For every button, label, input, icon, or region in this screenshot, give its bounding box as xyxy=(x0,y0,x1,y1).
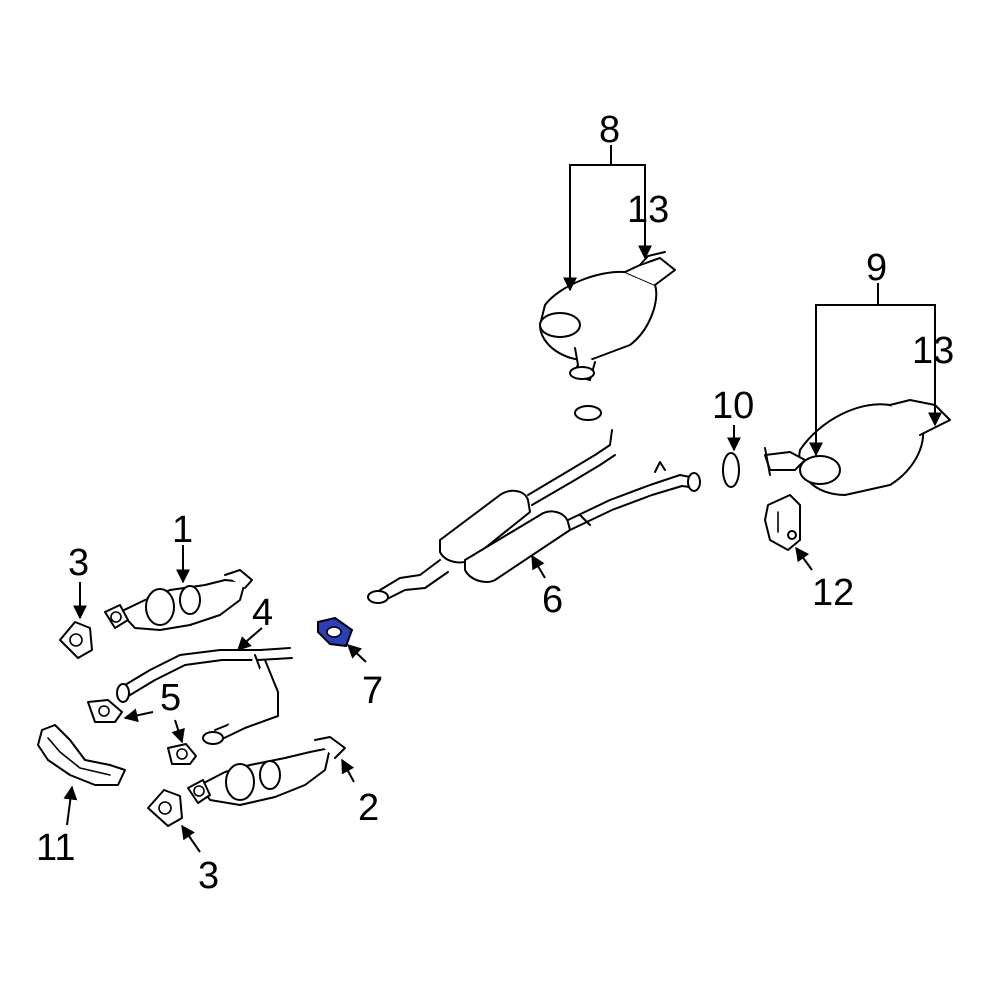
callout-4: 4 xyxy=(252,592,273,634)
part-2-catalytic-converter[interactable] xyxy=(187,736,346,806)
callout-12: 12 xyxy=(812,572,854,614)
callout-labels: 1 3 4 5 2 3 11 6 7 8 13 9 13 10 12 xyxy=(36,109,954,897)
callout-7: 7 xyxy=(362,670,383,712)
callout-9: 9 xyxy=(866,247,887,289)
callout-2: 2 xyxy=(358,787,379,829)
part-3-gasket-lower[interactable] xyxy=(147,789,183,827)
part-6-center-pipe[interactable] xyxy=(367,405,701,604)
callout-3-upper: 3 xyxy=(68,542,89,584)
part-4-y-pipe[interactable] xyxy=(116,647,293,745)
part-10-ring-gasket[interactable] xyxy=(722,452,740,488)
part-9-muffler[interactable] xyxy=(764,399,951,496)
callout-6: 6 xyxy=(542,579,563,621)
callout-11: 11 xyxy=(36,827,75,869)
part-8-muffler[interactable] xyxy=(539,251,676,381)
callout-5: 5 xyxy=(160,677,181,719)
part-5-gasket-left[interactable] xyxy=(87,699,123,723)
callout-8: 8 xyxy=(599,109,620,151)
part-5-gasket-right[interactable] xyxy=(167,743,197,765)
part-11-heat-shield[interactable] xyxy=(37,724,126,786)
callout-1: 1 xyxy=(172,509,193,551)
part-1-catalytic-converter[interactable] xyxy=(104,569,253,631)
callout-3-lower: 3 xyxy=(198,855,219,897)
part-7-gasket-highlighted[interactable] xyxy=(317,616,354,648)
part-12-bracket[interactable] xyxy=(764,494,801,551)
callout-13-right: 13 xyxy=(912,330,954,372)
part-3-gasket-upper[interactable] xyxy=(59,621,93,659)
leader-lines xyxy=(63,145,942,853)
callout-13-left: 13 xyxy=(627,189,669,231)
callout-10: 10 xyxy=(712,385,754,427)
